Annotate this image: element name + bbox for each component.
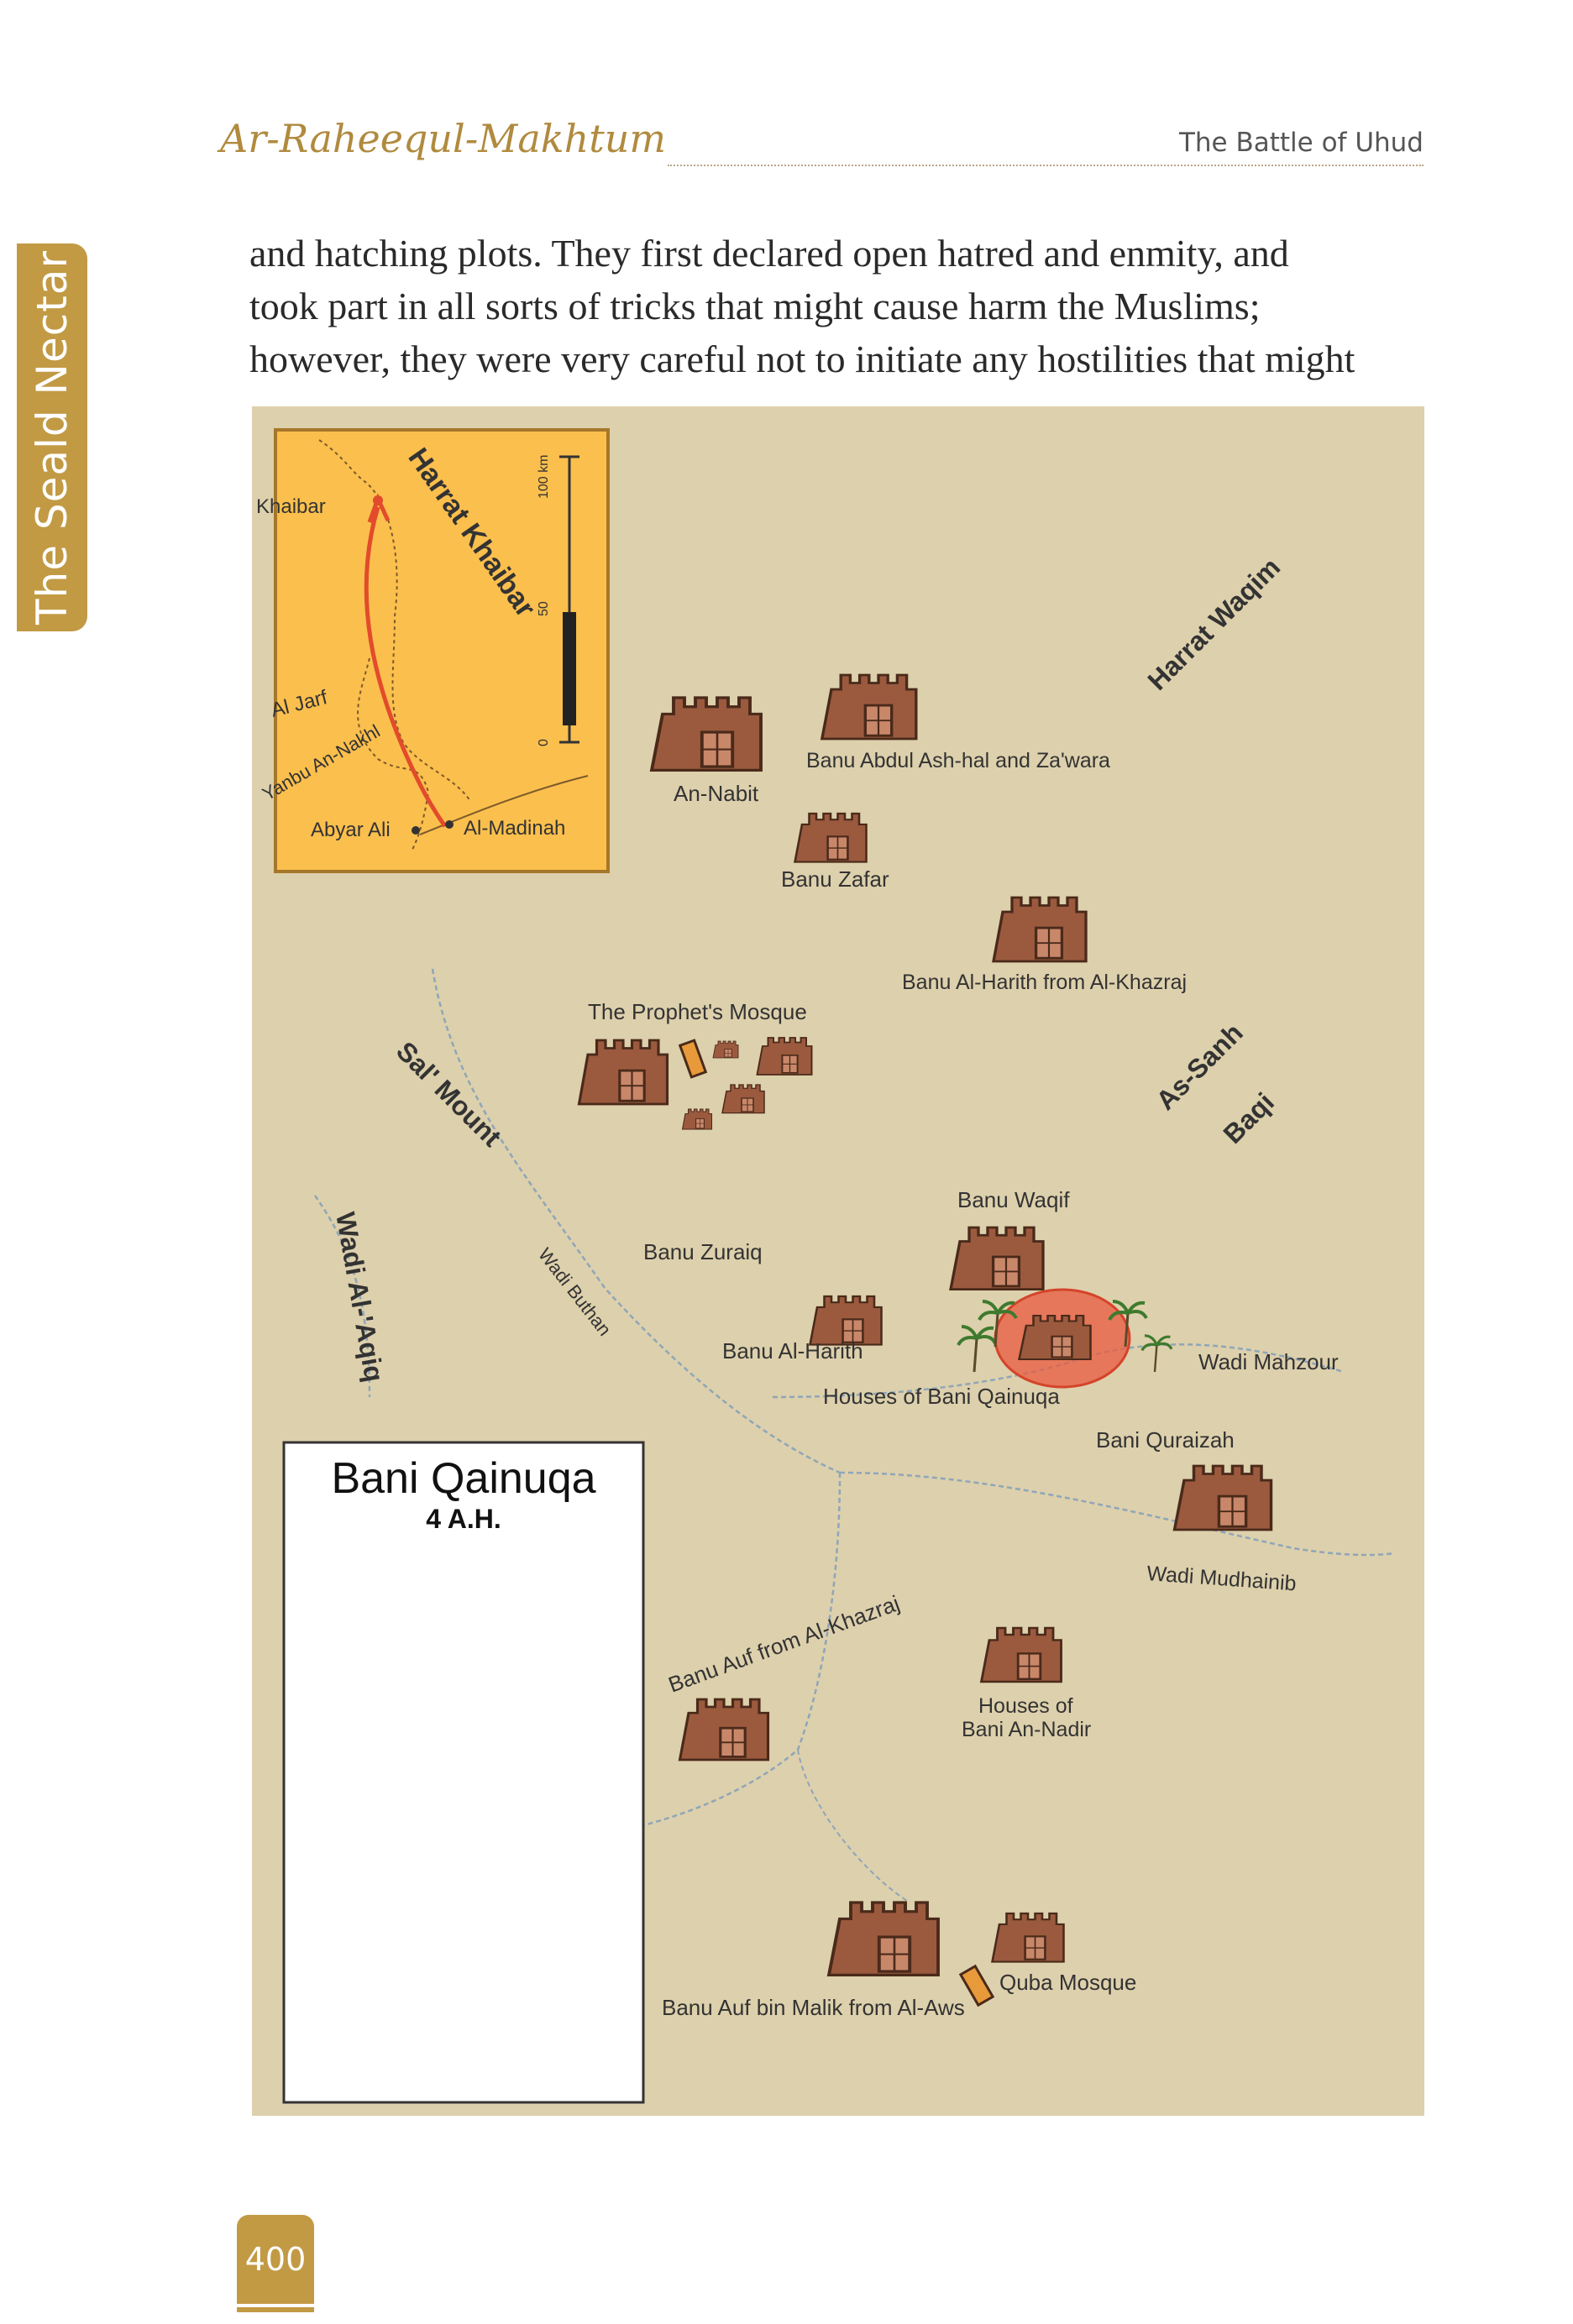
page-number: 400 bbox=[237, 2215, 314, 2304]
body-line: took part in all sorts of tricks that mi… bbox=[249, 285, 1261, 327]
label-banu-auf-aws: Banu Auf bin Malik from Al-Aws bbox=[662, 1995, 965, 2020]
page-number-underline bbox=[237, 2307, 314, 2312]
wadi-buthan-line bbox=[431, 968, 841, 1474]
label-quba-mosque: Quba Mosque bbox=[999, 1970, 1136, 1995]
label-prophets-mosque: The Prophet's Mosque bbox=[588, 999, 807, 1024]
legend-subtitle: 4 A.H. bbox=[426, 1504, 501, 1534]
label-houses-nadir-2: Bani An-Nadir bbox=[962, 1718, 1091, 1741]
label-bani-quraizah: Bani Quraizah bbox=[1096, 1427, 1235, 1452]
legend-box: Bani Qainuqa 4 A.H. bbox=[282, 1441, 645, 2104]
quba-path-south bbox=[797, 1749, 908, 1902]
label-banu-zafar: Banu Zafar bbox=[781, 866, 889, 892]
side-tab: The Seald Nectar bbox=[17, 243, 87, 631]
quba-path bbox=[604, 1472, 842, 1835]
label-banu-zuraiq: Banu Zuraiq bbox=[643, 1239, 763, 1264]
label-banu-al-harith: Banu Al-Harith bbox=[722, 1338, 863, 1364]
wadi-al-aqiq-line bbox=[313, 1195, 371, 1398]
side-tab-label: The Seald Nectar bbox=[28, 249, 77, 625]
inset-al-madinah: Al-Madinah bbox=[464, 817, 565, 840]
label-an-nabit: An-Nabit bbox=[674, 781, 759, 806]
chapter-title: The Battle of Uhud bbox=[1178, 128, 1424, 158]
label-houses-qainuqa: Houses of Bani Qainuqa bbox=[823, 1384, 1060, 1409]
label-houses-nadir-1: Houses of bbox=[978, 1694, 1073, 1718]
body-line: and hatching plots. They first declared … bbox=[249, 232, 1289, 275]
scale-100km: 100 km bbox=[537, 455, 551, 499]
label-banu-harith-khazraj: Banu Al-Harith from Al-Khazraj bbox=[902, 971, 1187, 994]
legend-title: Bani Qainuqa bbox=[331, 1454, 595, 1503]
map-figure: Khaibar Al Jarf Yanbu An-Nakhl Abyar Ali… bbox=[252, 406, 1424, 2116]
body-line: however, they were very careful not to i… bbox=[249, 338, 1355, 380]
label-banu-waqif: Banu Waqif bbox=[957, 1187, 1070, 1212]
scale-50: 50 bbox=[537, 601, 551, 616]
inset-map: Khaibar Al Jarf Yanbu An-Nakhl Abyar Ali… bbox=[256, 428, 610, 873]
header-divider bbox=[668, 165, 1424, 166]
label-wadi-mahzour: Wadi Mahzour bbox=[1198, 1349, 1339, 1374]
prophets-mosque-icon bbox=[678, 1039, 708, 1079]
inset-abyar-ali: Abyar Ali bbox=[311, 819, 391, 841]
label-banu-abdul: Banu Abdul Ash-hal and Za'wara bbox=[806, 749, 1110, 772]
inset-khaibar: Khaibar bbox=[256, 495, 326, 518]
body-paragraph: and hatching plots. They first declared … bbox=[249, 227, 1424, 385]
book-title: Ar-Raheequl-Makhtum bbox=[220, 116, 667, 161]
scale-0: 0 bbox=[537, 739, 551, 746]
quba-mosque-icon bbox=[958, 1964, 995, 2007]
